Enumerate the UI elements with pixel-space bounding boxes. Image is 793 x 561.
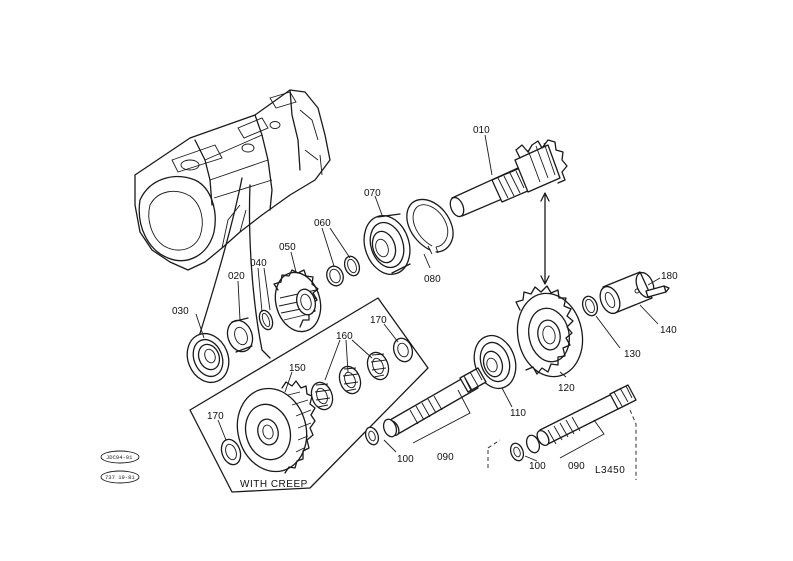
label-100-standard: 100 <box>529 461 546 472</box>
label-150: 150 <box>289 363 306 374</box>
label-050: 050 <box>279 242 296 253</box>
part-020-collar <box>226 317 254 353</box>
label-060: 060 <box>314 218 331 229</box>
part-150-creep-gear <box>236 380 316 474</box>
reference-code: L3450 <box>595 465 625 476</box>
label-020: 020 <box>228 271 245 282</box>
part-040-snap-rings <box>258 309 274 331</box>
revision-stamps: JDC94-01 737 19-81 <box>100 450 140 484</box>
part-090-shaft-creep <box>386 367 487 437</box>
label-070: 070 <box>364 188 381 199</box>
with-creep-group <box>189 297 429 493</box>
label-120: 120 <box>558 383 575 394</box>
label-100-creep: 100 <box>397 454 414 465</box>
with-creep-label: WITH CREEP <box>240 479 308 490</box>
label-130: 130 <box>624 349 641 360</box>
part-labels: 010 020 030 040 050 060 070 080 090 100 … <box>172 125 678 472</box>
part-140-bushing <box>599 271 655 315</box>
transmission-case <box>134 89 331 359</box>
label-180: 180 <box>661 271 678 282</box>
part-090-shaft-standard <box>536 384 637 447</box>
label-140: 140 <box>660 325 677 336</box>
part-170-washer-upper <box>392 337 414 363</box>
label-170-lower: 170 <box>207 411 224 422</box>
part-050-gear <box>273 269 322 333</box>
part-100-sleeve-creep <box>364 418 398 446</box>
label-090-creep: 090 <box>437 452 454 463</box>
stamp-top: JDC94-01 <box>106 454 133 461</box>
part-060-collar-rings <box>326 255 361 287</box>
part-030-bearing <box>186 332 230 384</box>
label-160: 160 <box>336 331 353 342</box>
part-120-gear <box>515 285 584 378</box>
stamp-bottom: 737 19-81 <box>105 474 135 481</box>
part-180-pin <box>645 285 670 298</box>
label-170-upper: 170 <box>370 315 387 326</box>
label-110: 110 <box>510 408 526 419</box>
label-030: 030 <box>172 306 189 317</box>
dashed-bracket-standard <box>487 409 637 480</box>
part-100-sleeve-standard <box>509 434 541 462</box>
label-040: 040 <box>250 258 267 269</box>
label-010: 010 <box>473 125 490 136</box>
label-080: 080 <box>424 274 441 285</box>
part-010-shaft-gear <box>449 139 568 218</box>
alignment-arrow <box>540 192 550 285</box>
part-110-bearing <box>473 334 517 390</box>
part-080-snap-ring <box>406 198 454 255</box>
label-090-standard: 090 <box>568 461 585 472</box>
part-160-needle-bearings <box>310 351 390 411</box>
part-130-ring <box>581 295 599 317</box>
leader-lines <box>195 134 661 462</box>
part-070-bearing <box>363 213 411 275</box>
